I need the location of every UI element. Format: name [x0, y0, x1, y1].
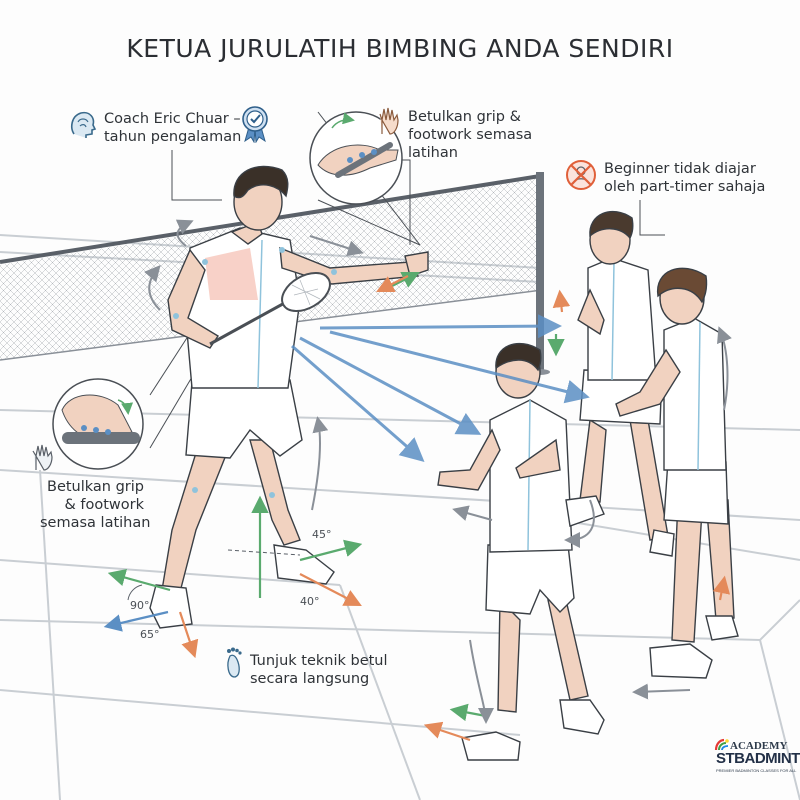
callout-grip-top: Betulkan grip & footwork semasa latihan: [408, 108, 532, 162]
callout-coach-line-2: tahun pengalaman: [104, 129, 242, 145]
trainee-middle: [565, 210, 675, 557]
hand-outline-icon: [32, 444, 53, 471]
callout-technique-line-1: Tunjuk teknik betul: [250, 653, 388, 669]
callout-grip-left-line-2: & footwork: [64, 497, 144, 513]
angle-label-65: 65°: [140, 628, 160, 641]
callout-coach-line-1: Coach Eric Chuar –: [104, 111, 241, 127]
coach-figure: [149, 165, 429, 629]
logo-line-3: PREMIER BADMINTON CLASSES FOR ALL: [716, 768, 797, 773]
trainee-right: [615, 267, 739, 679]
logo-line-1: ACADEMY: [730, 740, 788, 752]
callout-grip-left-line-3: semasa latihan: [40, 515, 151, 531]
motion-arrows: [103, 272, 731, 742]
hand-icon: [379, 107, 399, 135]
gray-guide-arrows: [144, 219, 732, 724]
logo-line-2: STBADMINTON: [716, 750, 800, 767]
angle-label-45: 45°: [312, 528, 332, 541]
angle-guide-arc: [127, 584, 143, 601]
academy-logo: ACADEMY STBADMINTON PREMIER BADMINTON CL…: [714, 738, 800, 788]
logo-mark-icon: [714, 738, 729, 751]
callout-technique: Tunjuk teknik betul secara langsung: [250, 652, 388, 688]
grip-detail-left: [52, 378, 144, 470]
callout-coach: Coach Eric Chuar – tahun pengalaman: [104, 110, 241, 146]
callout-technique-line-2: secara langsung: [250, 671, 370, 687]
callout-grip-top-line-1: Betulkan grip &: [408, 109, 521, 125]
angle-label-40: 40°: [300, 595, 320, 608]
callout-beginner-line-2: oleh part-timer sahaja: [604, 179, 766, 195]
callout-beginner-line-1: Beginner tidak diajar: [604, 161, 756, 177]
instruction-arrows: [291, 314, 590, 462]
page-title: KETUA JURULATIH BIMBING ANDA SENDIRI: [126, 34, 674, 63]
callout-grip-left-line-1: Betulkan grip: [47, 479, 144, 495]
award-ribbon-icon: [242, 106, 268, 143]
grip-detail-top: [309, 111, 403, 205]
callout-grip-left: Betulkan grip & footwork semasa latihan: [40, 478, 151, 532]
head-silhouette-icon: [71, 111, 97, 138]
callout-beginner: Beginner tidak diajar oleh part-timer sa…: [604, 160, 765, 196]
angle-guide-line: [227, 549, 301, 556]
callout-grip-top-line-2: footwork semasa: [408, 127, 533, 143]
angle-label-90: 90°: [130, 599, 150, 612]
callout-grip-top-line-3: latihan: [408, 145, 458, 161]
trainee-front: [437, 342, 605, 761]
footprint-icon: [227, 647, 242, 678]
no-entry-icon: [566, 160, 596, 190]
